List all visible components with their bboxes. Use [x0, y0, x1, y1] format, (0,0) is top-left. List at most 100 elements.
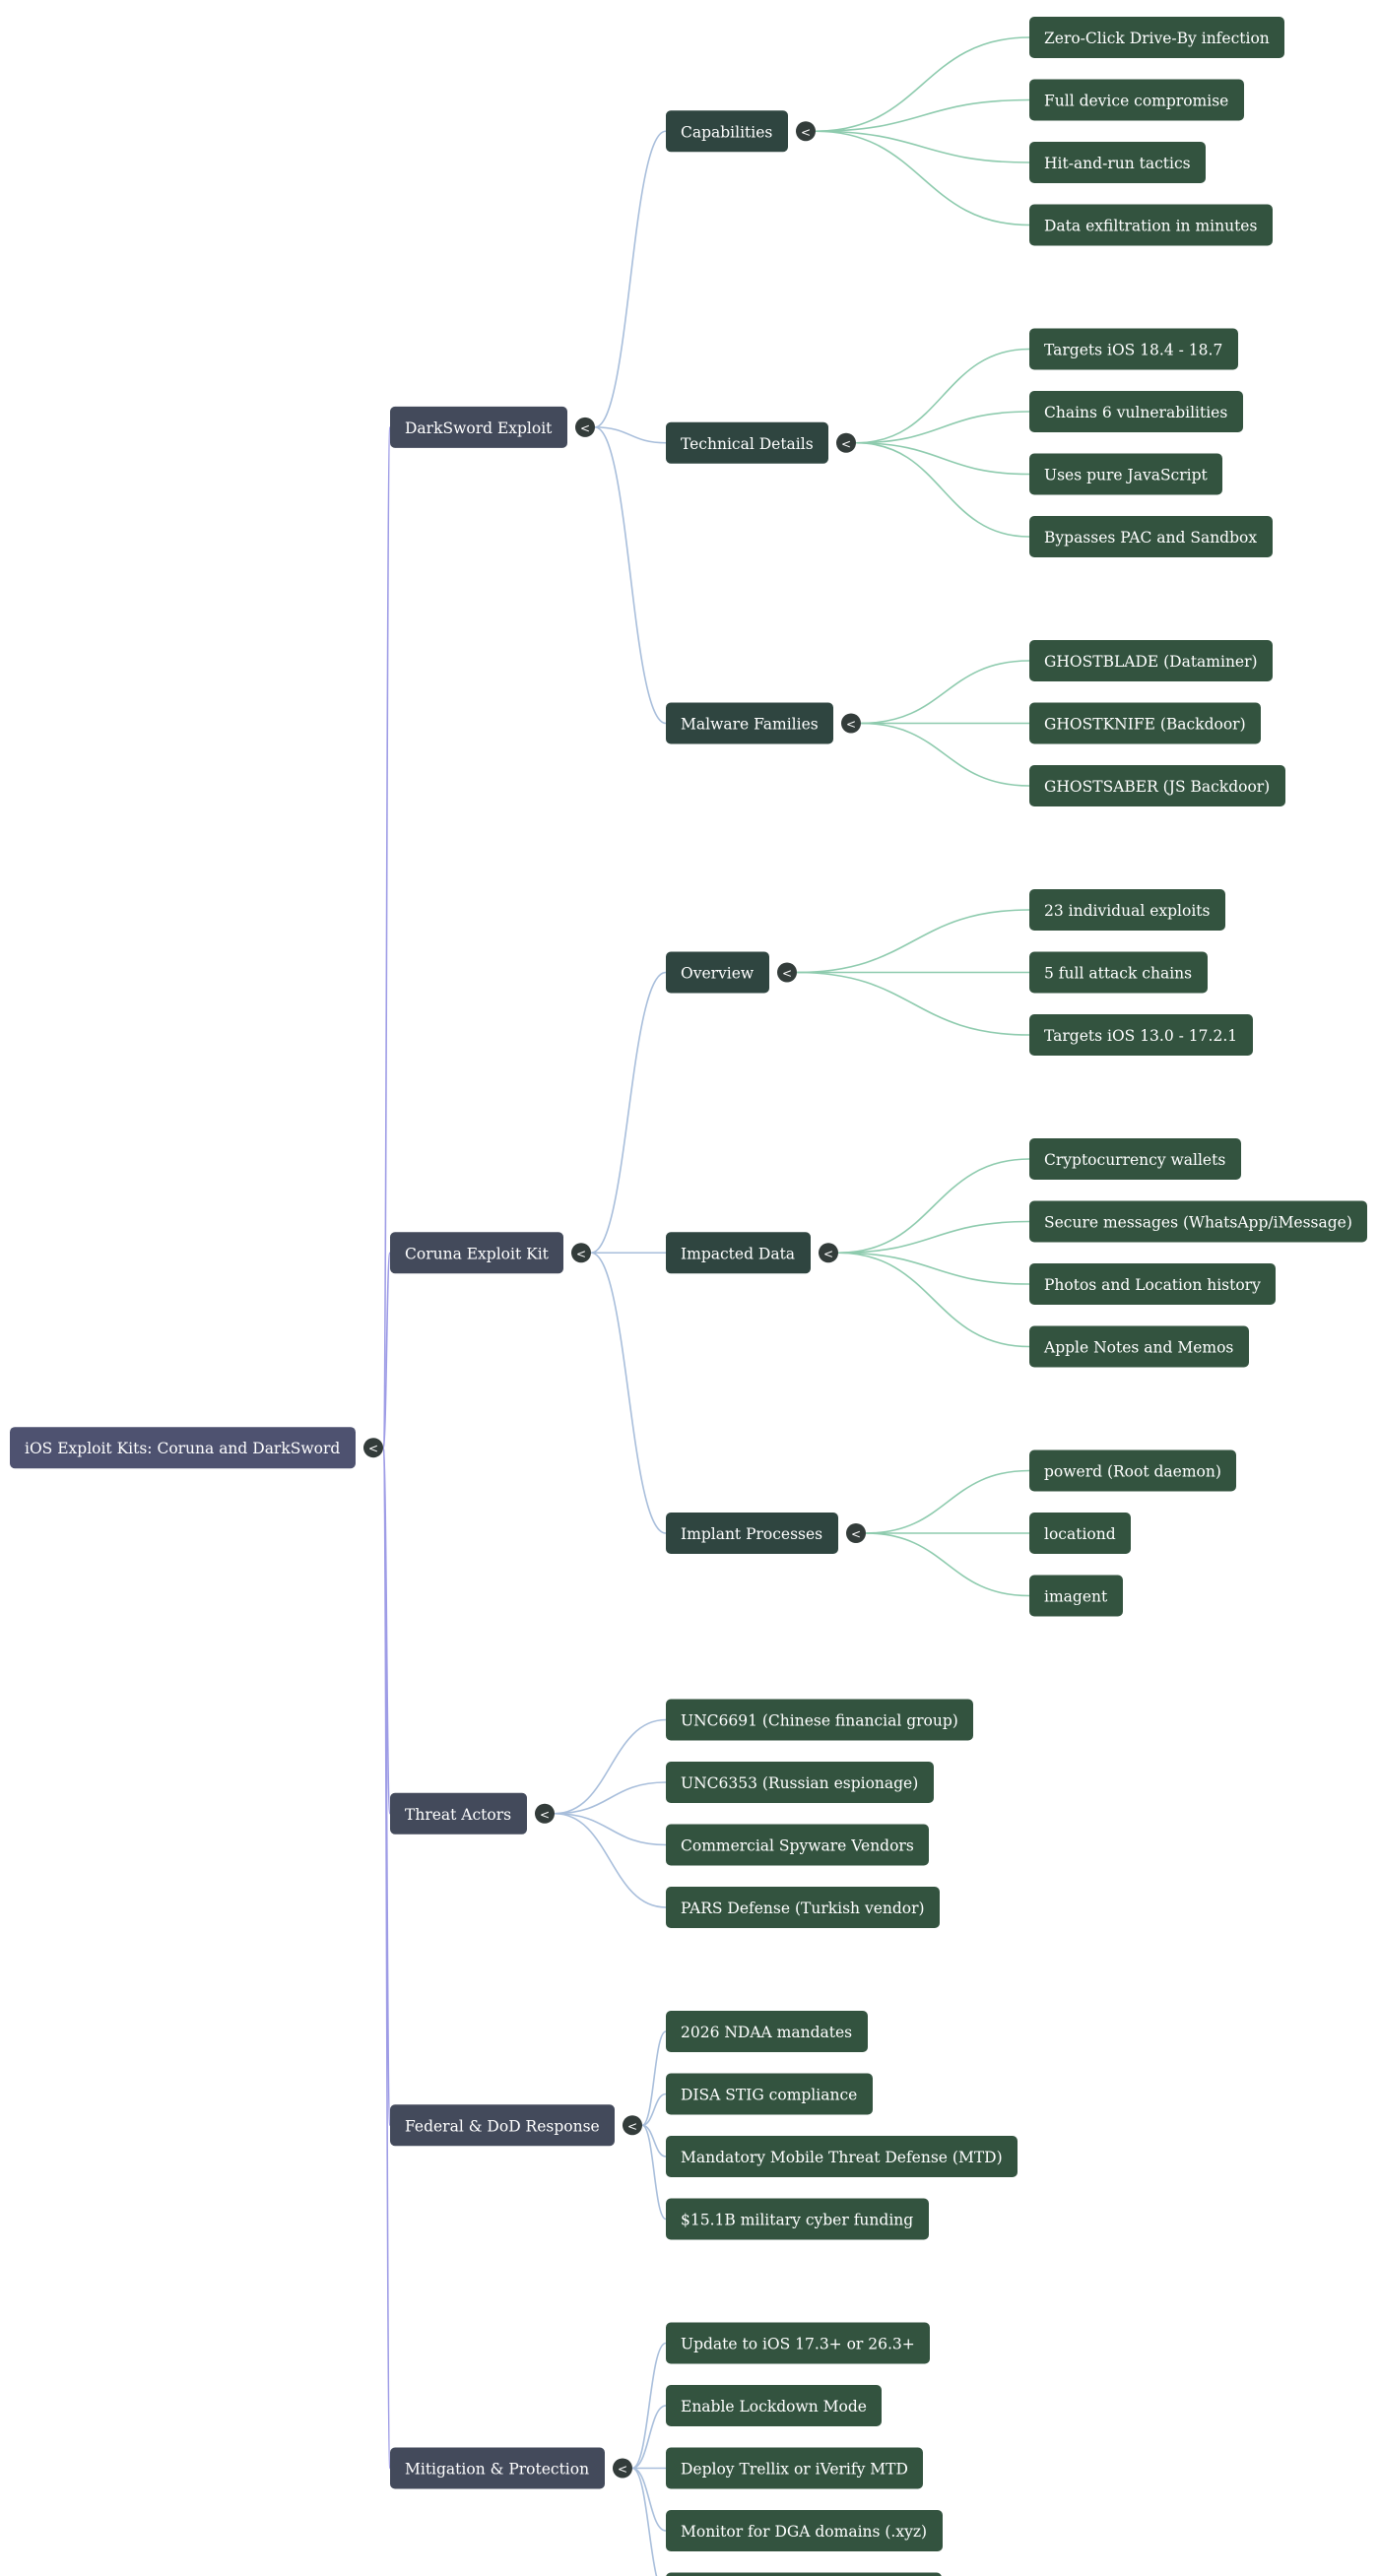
collapse-toggle-icon[interactable]: <: [819, 1243, 838, 1263]
leaf-node-disa-stig-compliance[interactable]: DISA STIG compliance: [666, 2073, 873, 2115]
leaf-node-pars-defense-turkish-vendor[interactable]: PARS Defense (Turkish vendor): [666, 1887, 940, 1928]
node-box: [1029, 1325, 1249, 1368]
node-box: [666, 1762, 934, 1803]
node-box: [1029, 516, 1273, 557]
node-box: [1029, 328, 1238, 370]
leaf-node-ghostknife-backdoor[interactable]: GHOSTKNIFE (Backdoor): [1029, 702, 1261, 744]
leaf-node-clear-crash-logs-check-artifacts[interactable]: Clear crash logs/check artifacts: [666, 2572, 942, 2576]
link-disa-stig-compliance: [641, 2093, 667, 2127]
svg-text:<: <: [540, 1808, 550, 1822]
sub-branch-node-overview[interactable]: Overview <: [666, 951, 797, 994]
leaf-node-deploy-trellix-or-iverify-mtd[interactable]: Deploy Trellix or iVerify MTD: [666, 2447, 923, 2489]
leaf-node-imagent[interactable]: imagent: [1029, 1575, 1123, 1617]
node-box: [1029, 702, 1261, 744]
collapse-toggle-icon[interactable]: <: [841, 713, 861, 734]
leaf-node-locationd[interactable]: locationd: [1029, 1513, 1131, 1554]
node-label: DISA STIG compliance: [681, 2087, 857, 2104]
branch-node-threat-actors[interactable]: Threat Actors<: [390, 1792, 555, 1835]
leaf-node-bypasses-pac-and-sandbox[interactable]: Bypasses PAC and Sandbox: [1029, 516, 1273, 557]
leaf-node-5-full-attack-chains[interactable]: 5 full attack chains: [1029, 951, 1208, 994]
node-box: [390, 406, 567, 448]
sub-branch-node-malware-families[interactable]: Malware Families<: [666, 702, 861, 744]
node-label: Monitor for DGA domains (.xyz): [681, 2523, 927, 2541]
leaf-node-targets-ios-13-0-17-2-1[interactable]: Targets iOS 13.0 - 17.2.1: [1029, 1014, 1253, 1056]
node-box: [1029, 1200, 1367, 1243]
mindmap-nodes: iOS Exploit Kits: Coruna and DarkSword< D…: [10, 17, 1367, 2576]
svg-text:<: <: [576, 1247, 586, 1260]
collapse-toggle-icon[interactable]: <: [623, 2115, 642, 2136]
node-label: Mitigation & Protection: [405, 2461, 589, 2479]
link-capabilities: [594, 130, 667, 428]
collapse-toggle-icon[interactable]: <: [535, 1803, 555, 1824]
leaf-node-monitor-for-dga-domains-xyz[interactable]: Monitor for DGA domains (.xyz): [666, 2510, 943, 2551]
sub-branch-node-implant-processes[interactable]: Implant Processes<: [666, 1513, 866, 1554]
leaf-node-15-1b-military-cyber-funding[interactable]: $15.1B military cyber funding: [666, 2198, 929, 2240]
node-box: [1029, 17, 1284, 58]
collapse-toggle-icon[interactable]: <: [575, 417, 595, 437]
node-box: [666, 1232, 811, 1274]
branch-node-coruna-exploit-kit[interactable]: Coruna Exploit Kit <: [390, 1232, 591, 1274]
leaf-node-update-to-ios-17-3-or-26-3[interactable]: Update to iOS 17.3+ or 26.3+: [666, 2322, 930, 2364]
link-bypasses-pac-and-sandbox: [855, 441, 1030, 538]
leaf-node-ghostsaber-js-backdoor[interactable]: GHOSTSABER (JS Backdoor): [1029, 765, 1285, 806]
collapse-toggle-icon[interactable]: <: [571, 1243, 591, 1263]
node-box: [666, 2073, 873, 2115]
link-malware-families: [594, 426, 667, 725]
link-23-individual-exploits: [796, 909, 1030, 974]
leaf-node-data-exfiltration-in-minutes[interactable]: Data exfiltration in minutes: [1029, 204, 1273, 246]
leaf-node-unc6353-russian-espionage[interactable]: UNC6353 (Russian espionage): [666, 1762, 934, 1803]
node-label: Cryptocurrency wallets: [1044, 1151, 1225, 1169]
collapse-toggle-icon[interactable]: <: [836, 432, 856, 453]
node-box: [1029, 640, 1273, 681]
leaf-node-ghostblade-dataminer[interactable]: GHOSTBLADE (Dataminer): [1029, 640, 1273, 681]
branch-node-darksword-exploit[interactable]: DarkSword Exploit<: [390, 406, 595, 448]
link-enable-lockdown-mode: [631, 2405, 667, 2470]
root-node-ios-exploit-kits-coruna-and-darksword[interactable]: iOS Exploit Kits: Coruna and DarkSword<: [10, 1427, 383, 1469]
node-box: [1029, 1449, 1236, 1492]
leaf-node-zero-click-drive-by-infection[interactable]: Zero-Click Drive-By infection: [1029, 17, 1284, 58]
branch-node-federal-and-dod-response[interactable]: Federal & DoD Response<: [390, 2104, 642, 2147]
link-powerd-root-daemon: [865, 1469, 1030, 1534]
sub-branch-node-capabilities[interactable]: Capabilities <: [666, 110, 816, 153]
leaf-node-secure-messages-whatsapp-imessage[interactable]: Secure messages (WhatsApp/iMessage): [1029, 1200, 1367, 1243]
link-unc6691-chinese-financial-group: [554, 1718, 667, 1815]
leaf-node-2026-ndaa-mandates[interactable]: 2026 NDAA mandates: [666, 2011, 868, 2052]
node-label: Apple Notes and Memos: [1043, 1339, 1233, 1357]
svg-text:<: <: [851, 1527, 861, 1541]
leaf-node-23-individual-exploits[interactable]: 23 individual exploits: [1029, 889, 1225, 931]
svg-text:<: <: [846, 718, 856, 732]
branch-node-mitigation-and-protection[interactable]: Mitigation & Protection <: [390, 2447, 632, 2489]
node-label: Coruna Exploit Kit: [405, 1245, 550, 1262]
node-label: Overview: [681, 965, 755, 983]
leaf-node-hit-and-run-tactics[interactable]: Hit-and-run tactics: [1029, 142, 1206, 183]
node-box: [390, 1792, 527, 1835]
svg-text:<: <: [618, 2463, 627, 2477]
leaf-node-unc6691-chinese-financial-group[interactable]: UNC6691 (Chinese financial group): [666, 1699, 973, 1741]
leaf-node-enable-lockdown-mode[interactable]: Enable Lockdown Mode: [666, 2385, 882, 2426]
node-label: Capabilities: [681, 123, 772, 141]
leaf-node-apple-notes-and-memos[interactable]: Apple Notes and Memos: [1029, 1325, 1249, 1368]
leaf-node-commercial-spyware-vendors[interactable]: Commercial Spyware Vendors: [666, 1824, 929, 1866]
leaf-node-powerd-root-daemon[interactable]: powerd (Root daemon): [1029, 1449, 1236, 1492]
link-targets-ios-13-0-17-2-1: [796, 971, 1030, 1036]
leaf-node-full-device-compromise[interactable]: Full device compromise: [1029, 79, 1244, 121]
sub-branch-node-technical-details[interactable]: Technical Details<: [666, 421, 856, 464]
leaf-node-photos-and-location-history[interactable]: Photos and Location history: [1029, 1263, 1276, 1305]
node-box: [1029, 1014, 1253, 1056]
node-label: 23 individual exploits: [1044, 902, 1211, 920]
leaf-node-mandatory-mobile-threat-defense-mtd[interactable]: Mandatory Mobile Threat Defense (MTD): [666, 2136, 1018, 2177]
leaf-node-uses-pure-javascript[interactable]: Uses pure JavaScript: [1029, 453, 1222, 495]
collapse-toggle-icon[interactable]: <: [613, 2458, 632, 2479]
leaf-node-cryptocurrency-wallets[interactable]: Cryptocurrency wallets: [1029, 1138, 1241, 1180]
leaf-node-targets-ios-18-4-18-7[interactable]: Targets iOS 18.4 - 18.7: [1029, 328, 1238, 370]
collapse-toggle-icon[interactable]: <: [846, 1523, 866, 1543]
collapse-toggle-icon[interactable]: <: [363, 1438, 383, 1458]
node-label: Mandatory Mobile Threat Defense (MTD): [681, 2149, 1003, 2166]
collapse-toggle-icon[interactable]: <: [777, 962, 797, 983]
node-box: [1029, 1575, 1123, 1617]
sub-branch-node-impacted-data[interactable]: Impacted Data<: [666, 1232, 838, 1274]
leaf-node-chains-6-vulnerabilities[interactable]: Chains 6 vulnerabilities: [1029, 391, 1243, 432]
svg-text:<: <: [580, 421, 590, 435]
collapse-toggle-icon[interactable]: <: [796, 121, 816, 142]
link-chains-6-vulnerabilities: [855, 411, 1030, 444]
